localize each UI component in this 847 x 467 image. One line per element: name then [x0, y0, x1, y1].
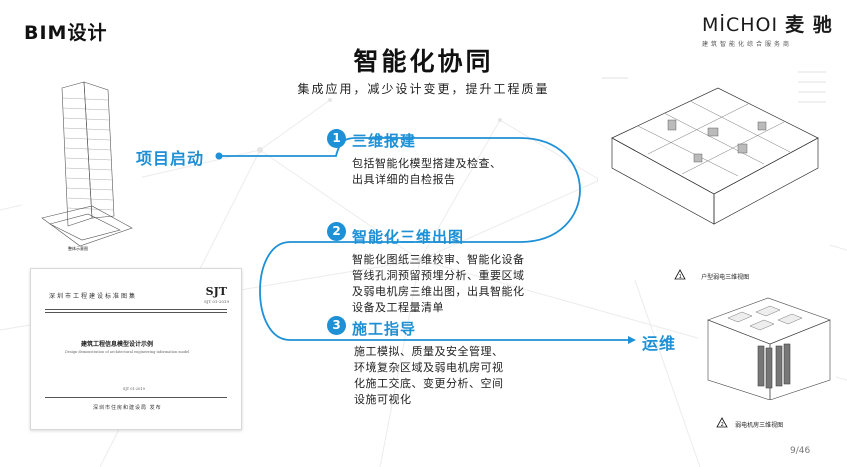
- apartment-isometric-icon: [602, 71, 826, 225]
- company-logo: MİCHOI 麦 驰 建筑智能化综合服务商: [702, 10, 832, 54]
- building-model-drawing: 整体示意图: [22, 78, 142, 258]
- warning-triangle-icon: 1: [674, 269, 686, 280]
- doc-rule-top-thin: [45, 312, 227, 313]
- svg-text:1: 1: [679, 274, 682, 280]
- logo-chinese-name: 麦 驰: [785, 14, 833, 36]
- svg-text:2: 2: [721, 422, 724, 428]
- step-3-description: 施工模拟、质量及安全管理、 环境复杂区域及弱电机房可视 化施工交底、变更分析、空…: [354, 344, 504, 408]
- doc-code-sub: SJT 01-2019: [204, 299, 229, 304]
- step-3-desc-line: 施工模拟、质量及安全管理、: [354, 345, 504, 358]
- machine-room-3d-view: 2 弱电机房三维视图: [698, 290, 836, 430]
- step-3-title: 施工指导: [352, 320, 417, 338]
- step-2-description: 智能化图纸三维校审、智能化设备 管线孔洞预留预埋分析、重要区域 及弱电机房三维出…: [352, 252, 525, 316]
- logo-wordmark: MİCHOI: [702, 14, 779, 36]
- section-tag: BIM设计: [24, 22, 108, 44]
- doc-rule-bottom: [45, 397, 227, 398]
- step-1-number-badge: 1: [327, 129, 346, 148]
- step-2-desc-line: 智能化图纸三维校审、智能化设备: [352, 253, 525, 266]
- step-2-desc-line: 及弱电机房三维出图，出具智能化: [352, 285, 525, 298]
- flow-start-label: 项目启动: [136, 149, 205, 168]
- doc-number: SJT 01-2019: [123, 387, 145, 391]
- machine-room-isometric-icon: [707, 297, 831, 401]
- step-2-title: 智能化三维出图: [352, 228, 465, 246]
- start-dot-icon: [215, 152, 223, 160]
- building-caption: 整体示意图: [68, 246, 88, 251]
- flow-end-label: 运维: [642, 334, 677, 353]
- machine-room-caption: 弱电机房三维视图: [735, 422, 784, 429]
- doc-header: 深圳市工程建设标准图集: [49, 293, 138, 300]
- standard-document-cover: 深圳市工程建设标准图集 SJT SJT 01-2019 建筑工程信息模型设计示例…: [30, 268, 242, 430]
- step-3-desc-line: 化施工交底、变更分析、空间: [354, 377, 504, 390]
- step-2-desc-line: 设备及工程量清单: [352, 301, 444, 314]
- warning-triangle-icon: 2: [716, 417, 728, 428]
- step-1-desc-line: 包括智能化模型搭建及检查、: [352, 157, 502, 170]
- step-1-title: 三维报建: [352, 132, 417, 150]
- doc-code: SJT: [205, 285, 227, 298]
- machine-room-caption-row: 2 弱电机房三维视图: [716, 412, 783, 431]
- logo-tagline: 建筑智能化综合服务商: [702, 41, 793, 48]
- step-1-desc-line: 出具详细的自检报告: [352, 173, 456, 186]
- doc-rule-top: [45, 309, 227, 310]
- step-2-desc-line: 管线孔洞预留预埋分析、重要区域: [352, 269, 525, 282]
- end-arrow-icon: [628, 336, 636, 344]
- slide-subtitle: 集成应用，减少设计变更，提升工程质量: [297, 82, 550, 96]
- step-3-desc-line: 设施可视化: [354, 393, 412, 406]
- apartment-caption-row: 1 户型弱电三维视图: [674, 264, 749, 283]
- doc-title: 建筑工程信息模型设计示例: [81, 341, 154, 348]
- apartment-3d-view: 1 户型弱电三维视图: [598, 58, 830, 283]
- slide-title: 智能化协同: [353, 47, 494, 76]
- step-3-desc-line: 环境复杂区域及弱电机房可视: [354, 361, 504, 374]
- doc-publisher: 深圳市住房和建设局 发布: [93, 405, 162, 411]
- apartment-caption: 户型弱电三维视图: [701, 274, 750, 281]
- step-1-description: 包括智能化模型搭建及检查、 出具详细的自检报告: [352, 156, 502, 188]
- page-number: 9/46: [790, 446, 811, 456]
- tower-wireframe-icon: [41, 81, 133, 247]
- step-3-number-badge: 3: [327, 316, 346, 335]
- step-2-number-badge: 2: [327, 222, 346, 241]
- doc-subtitle: Design demonstration of architectural en…: [65, 350, 190, 354]
